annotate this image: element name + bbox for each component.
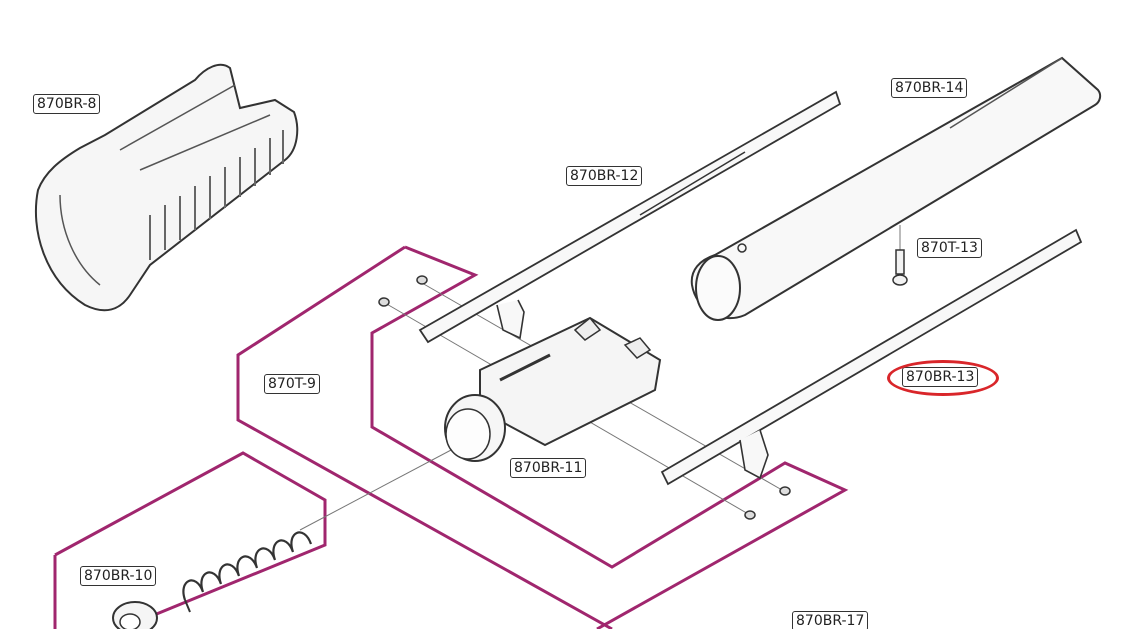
group-outline-870t-9 <box>370 245 849 629</box>
small-screw <box>744 510 756 520</box>
part-870br-8-handguard <box>34 63 299 312</box>
part-870br-12-rail <box>418 90 842 344</box>
group-outline-870br-10 <box>54 451 327 629</box>
label-870br-11: 870BR-11 <box>510 458 587 478</box>
part-870br-14-tube <box>690 56 1102 321</box>
label-870br-10: 870BR-10 <box>80 566 157 586</box>
small-screw <box>779 486 791 496</box>
part-870br-10-spring <box>182 531 313 613</box>
part-spacer-ring <box>112 601 158 629</box>
assembly-line <box>299 439 471 531</box>
label-870br-12: 870BR-12 <box>566 166 643 186</box>
highlight-ellipse-870br-13 <box>887 360 999 396</box>
label-870br-8: 870BR-8 <box>33 94 101 114</box>
label-870t-9: 870T-9 <box>264 374 320 394</box>
part-870t-13-screw <box>892 249 908 286</box>
group-outline-870t-9-left <box>236 245 613 629</box>
part-870br-11-block <box>444 316 662 462</box>
small-screw <box>416 275 428 285</box>
label-870br-17: 870BR-17 <box>792 611 869 629</box>
part-870br-13-rail <box>660 228 1083 486</box>
label-870t-13: 870T-13 <box>917 238 982 258</box>
small-screw <box>378 297 390 307</box>
label-870br-14: 870BR-14 <box>891 78 968 98</box>
